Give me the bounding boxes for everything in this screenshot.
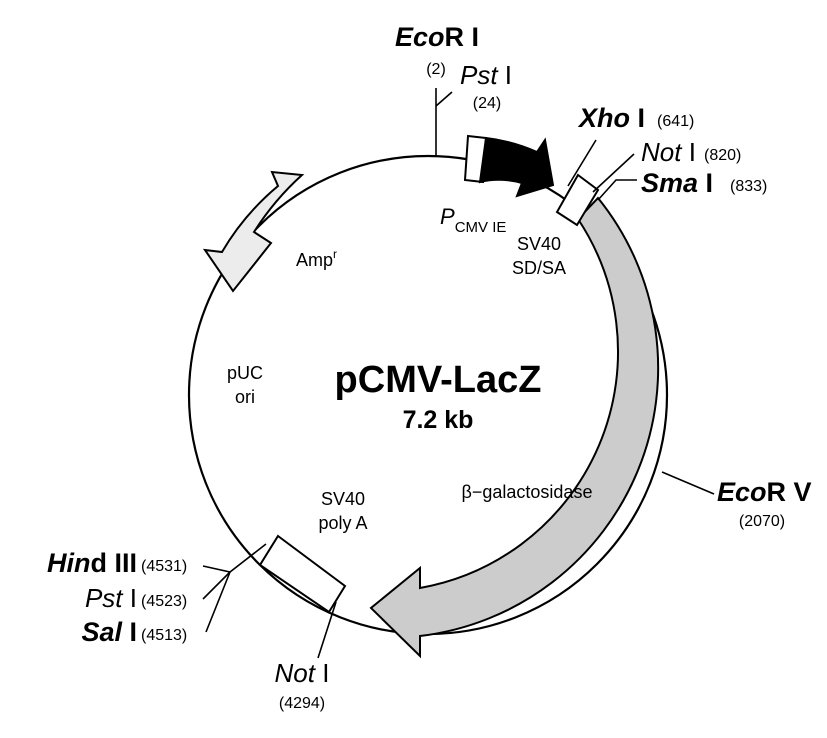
- noti-bottom-line: [317, 601, 337, 659]
- ecorv-label: EcoR V: [717, 477, 812, 507]
- plasmid-size: 7.2 kb: [403, 406, 474, 434]
- ecorv-position: (2070): [739, 513, 785, 530]
- psti-bottom-line: [202, 571, 231, 600]
- site-lines: [202, 88, 715, 659]
- noti-bottom-position: (4294): [279, 695, 325, 712]
- sv40-polya-line1: SV40: [321, 489, 365, 509]
- hindiii-line: [202, 543, 267, 573]
- ampr-label: Ampr: [296, 247, 337, 270]
- puc-ori-line1: pUC: [227, 363, 263, 383]
- psti-bottom-position: (4523): [141, 593, 187, 610]
- hindiii-label: Hind III: [47, 548, 137, 578]
- smai-line: [597, 179, 637, 201]
- psti-top-label: Pst I: [460, 60, 512, 90]
- sali-label: Sal I: [81, 617, 137, 647]
- sv40-polya-line2: poly A: [318, 513, 367, 533]
- smai-label: Sma I: [641, 168, 713, 198]
- noti-bottom-label: Not I: [275, 658, 330, 688]
- hindiii-position: (4531): [141, 558, 187, 575]
- ecorv-line: [661, 471, 715, 495]
- smai-position: (833): [730, 178, 767, 195]
- noti-top-label: Not I: [641, 137, 696, 167]
- sali-position: (4513): [141, 627, 187, 644]
- pcmv-label: PCMV IE: [440, 204, 506, 236]
- sv40-sdsa-line1: SV40: [517, 234, 561, 254]
- xhoi-label: Xho I: [577, 103, 645, 133]
- psti-top-line: [435, 91, 453, 107]
- lacz-arrow: [369, 196, 660, 659]
- ecori-label: EcoR I: [395, 22, 479, 52]
- puc-ori-line2: ori: [235, 387, 255, 407]
- noti-top-position: (820): [704, 147, 741, 164]
- xhoi-position: (641): [657, 113, 694, 130]
- xhoi-line: [567, 139, 597, 187]
- ecori-position: (2): [426, 61, 446, 78]
- pcmv-arrow: [478, 136, 555, 198]
- psti-bottom-label: Pst I: [85, 583, 137, 613]
- noti-top-line: [592, 153, 635, 193]
- sv40-sdsa-box: [555, 173, 600, 227]
- psti-top-position: (24): [473, 95, 501, 112]
- ampr-arrow: [202, 170, 305, 293]
- sali-line: [205, 571, 231, 633]
- plasmid-name: pCMV-LacZ: [335, 359, 542, 401]
- sv40-sdsa-line2: SD/SA: [512, 258, 566, 278]
- lacz-label: β−galactosidase: [462, 482, 593, 502]
- sv40-polya-box: [258, 534, 347, 614]
